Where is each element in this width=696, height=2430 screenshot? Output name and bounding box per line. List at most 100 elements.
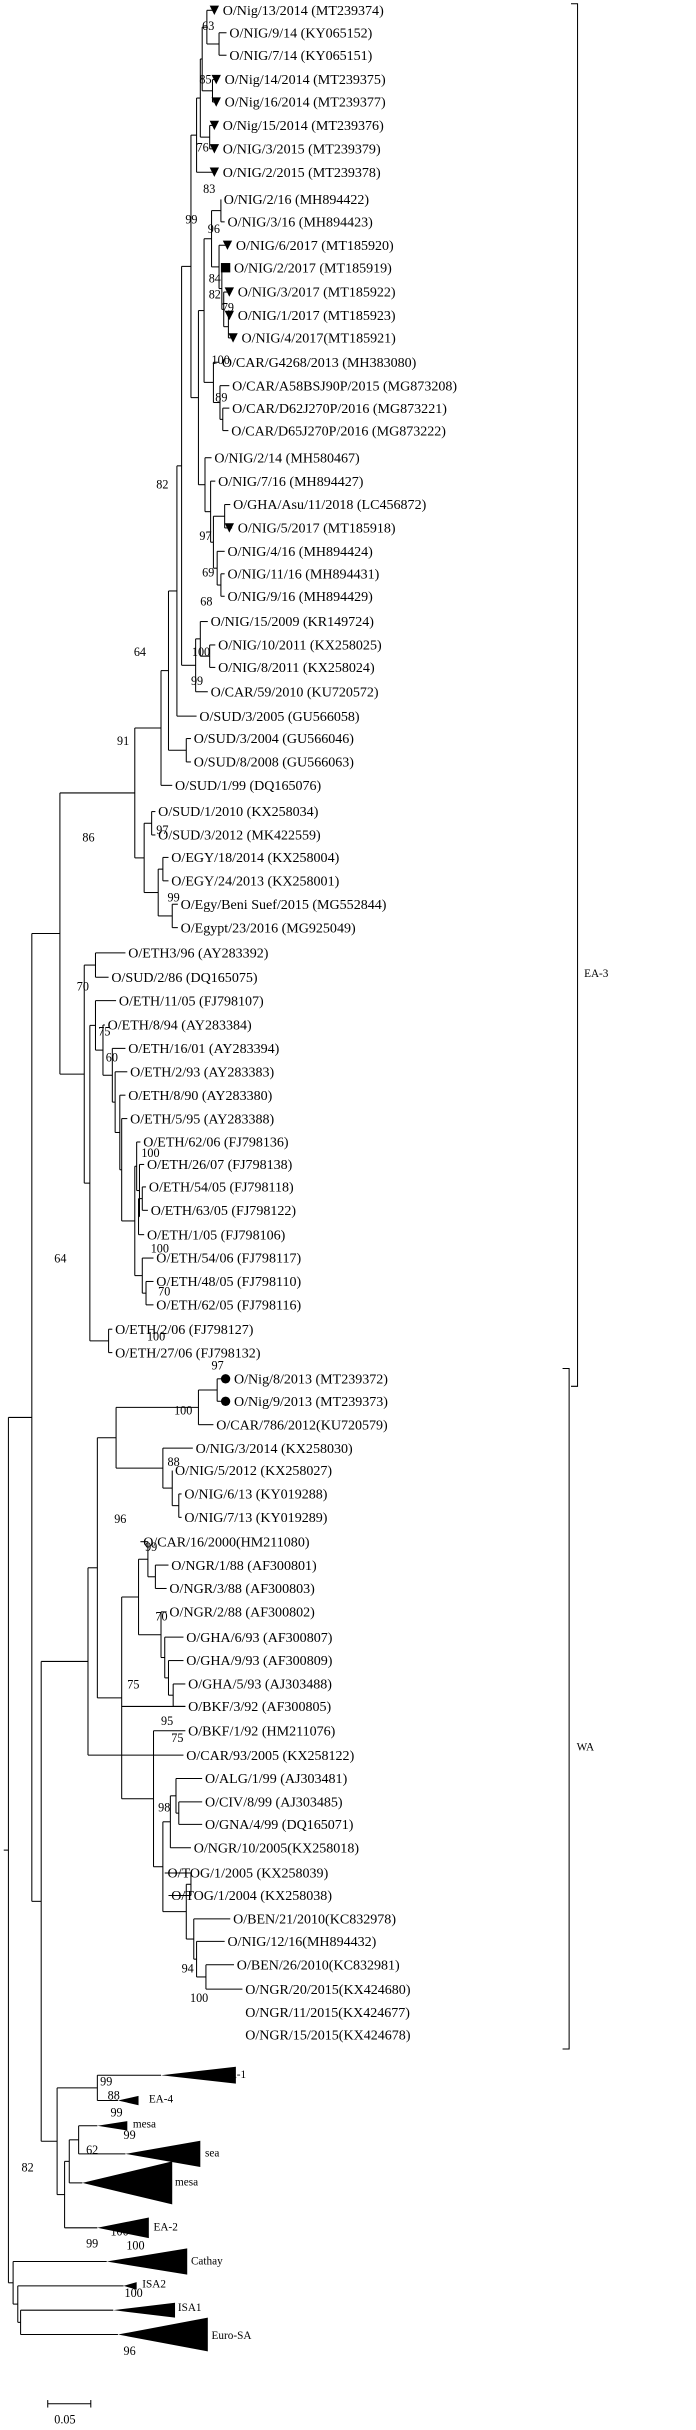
collapsed-clade-label: mesa — [175, 2177, 198, 2189]
bootstrap-value: 88 — [108, 2089, 120, 2103]
bootstrap-value: 96 — [208, 222, 220, 236]
taxon-label: O/ETH/2/93 (AY283383) — [130, 1064, 274, 1080]
down-triangle-marker — [211, 74, 221, 85]
bootstrap-value: 99 — [100, 2075, 112, 2089]
bootstrap-value: 75 — [98, 1024, 110, 1038]
bootstrap-value: 99 — [168, 890, 180, 904]
taxon-labels: O/Nig/13/2014 (MT239374) O/NIG/9/14 (KY06… — [108, 3, 458, 2044]
taxon-label: O/Nig/13/2014 (MT239374) — [223, 3, 384, 19]
taxon-label: O/CAR/93/2005 (KX258122) — [186, 1748, 354, 1764]
taxon-label: O/EGY/18/2014 (KX258004) — [171, 850, 339, 866]
taxon-label: O/NIG/12/16(MH894432) — [227, 1934, 376, 1950]
clade-bracket-label: EA-3 — [584, 968, 609, 980]
circle-marker — [220, 1396, 231, 1406]
bootstrap-value: 99 — [124, 2128, 136, 2142]
taxon-label: O/Nig/14/2014 (MT239375) — [225, 72, 386, 88]
taxon-label: O/NIG/5/2017 (MT185918) — [238, 521, 396, 537]
taxon-label: O/Nig/8/2013 (MT239372) — [234, 1371, 388, 1387]
circle-marker — [220, 1374, 231, 1384]
taxon-label: O/NIG/11/16 (MH894431) — [227, 566, 379, 582]
taxon-label: O/ETH3/96 (AY283392) — [128, 946, 269, 962]
bootstrap-value: 99 — [145, 1540, 157, 1554]
taxon-label: O/NIG/8/2011 (KX258024) — [218, 660, 375, 676]
taxon-label: O/NGR/3/88 (AF300803) — [169, 1581, 315, 1597]
bootstrap-value: 100 — [212, 353, 230, 367]
taxon-label: O/NIG/7/13 (KY019289) — [184, 1510, 327, 1526]
bootstrap-value: 99 — [110, 2105, 122, 2119]
bootstrap-value: 100 — [174, 1403, 192, 1417]
taxon-label: O/NIG/5/2012 (KX258027) — [175, 1463, 332, 1479]
collapsed-clade-label: EA-4 — [149, 2093, 174, 2105]
bootstrap-value: 99 — [185, 213, 197, 227]
taxon-label: O/Nig/15/2014 (MT239376) — [223, 118, 384, 134]
taxon-label: O/Egy/Beni Suef/2015 (MG552844) — [181, 897, 387, 913]
clade-bracket — [562, 1367, 570, 2050]
taxon-label: O/CIV/8/99 (AJ303485) — [205, 1795, 343, 1811]
taxon-label: O/ETH/63/05 (FJ798122) — [151, 1203, 297, 1219]
taxon-label: O/BEN/21/2010(KC832978) — [233, 1912, 396, 1928]
taxon-label: O/CAR/16/2000(HM211080) — [143, 1534, 310, 1550]
taxon-label: O/NIG/10/2011 (KX258025) — [218, 638, 382, 654]
taxon-label: O/SUD/3/2004 (GU566046) — [194, 731, 355, 747]
taxon-label: O/NGR/11/2015(KX424677) — [245, 2005, 410, 2021]
taxon-label: O/CAR/A58BSJ90P/2015 (MG873208) — [232, 378, 457, 394]
collapsed-clade-label: EA-1 — [222, 2069, 246, 2081]
bootstrap-value: 70 — [77, 979, 89, 993]
taxon-label: O/SUD/2/86 (DQ165075) — [111, 970, 257, 986]
clade-bracket — [570, 3, 579, 1387]
down-triangle-marker — [222, 240, 233, 250]
taxon-label: O/CAR/D62J270P/2016 (MG873221) — [232, 401, 447, 417]
taxon-label: O/ETH/11/05 (FJ798107) — [119, 993, 264, 1009]
bootstrap-value: 97 — [212, 1358, 224, 1372]
taxon-label: O/CAR/D65J270P/2016 (MG873222) — [231, 423, 446, 439]
taxon-label: O/NGR/20/2015(KX424680) — [245, 1982, 411, 1998]
taxon-label: O/NIG/2/14 (MH580467) — [214, 450, 360, 466]
bootstrap-value: 100 — [141, 1146, 159, 1160]
bootstrap-value: 62 — [86, 2143, 98, 2157]
down-triangle-marker — [211, 97, 221, 107]
bootstrap-value: 99 — [86, 2236, 98, 2250]
down-triangle-marker — [209, 5, 220, 15]
down-triangle-marker — [224, 523, 235, 533]
taxon-label: O/GNA/4/99 (DQ165071) — [205, 1817, 354, 1833]
taxon-label: O/EGY/24/2013 (KX258001) — [171, 874, 339, 890]
taxon-label: O/ETH/2/06 (FJ798127) — [115, 1322, 254, 1338]
bootstrap-value: 86 — [82, 831, 94, 845]
taxon-label: O/ETH/54/05 (FJ798118) — [149, 1180, 294, 1196]
bootstrap-value: 89 — [215, 391, 227, 405]
bootstrap-value: 100 — [124, 2286, 142, 2300]
taxon-label: O/ETH/48/05 (FJ798110) — [156, 1274, 301, 1290]
taxon-label: O/ETH/8/90 (AY283380) — [128, 1088, 272, 1104]
bootstrap-value: 82 — [209, 288, 221, 302]
taxon-label: O/TOG/1/2005 (KX258039) — [168, 1866, 329, 1882]
taxon-label: O/NIG/9/14 (KY065152) — [229, 25, 372, 41]
taxon-label: O/ETH/5/95 (AY283388) — [130, 1111, 274, 1127]
bootstrap-value: 100 — [192, 645, 210, 659]
taxon-label: O/TOG/1/2004 (KX258038) — [171, 1888, 332, 1904]
taxon-label: O/NIG/3/16 (MH894423) — [227, 215, 373, 231]
taxon-label: O/ALG/1/99 (AJ303481) — [205, 1771, 348, 1787]
down-triangle-marker — [228, 333, 238, 343]
taxon-label: O/CAR/786/2012(KU720579) — [216, 1417, 388, 1433]
taxon-label: O/NIG/4/16 (MH894424) — [227, 544, 373, 560]
clade-labels: EA-1EA-4mesaseamesaEA-2CathayISA2ISA1Eur… — [133, 968, 609, 2342]
scale-bar-label: 0.05 — [54, 2412, 75, 2426]
taxon-label: O/ETH/62/06 (FJ798136) — [143, 1135, 289, 1151]
taxon-label: O/NIG/6/2017 (MT185920) — [236, 238, 394, 254]
taxon-label: O/GHA/9/93 (AF300809) — [186, 1653, 332, 1669]
down-triangle-marker — [209, 144, 220, 154]
bootstrap-value: 95 — [161, 1714, 173, 1728]
scale-bar: 0.05 — [47, 2400, 92, 2426]
taxon-label: O/BEN/26/2010(KC832981) — [237, 1957, 400, 1973]
taxon-label: O/CAR/59/2010 (KU720572) — [211, 684, 379, 700]
taxon-label: O/GHA/6/93 (AF300807) — [186, 1630, 332, 1646]
taxon-label: O/ETH/26/07 (FJ798138) — [147, 1157, 293, 1173]
taxon-label: O/ETH/1/05 (FJ798106) — [147, 1227, 286, 1243]
taxon-label: O/NIG/3/2014 (KX258030) — [196, 1441, 353, 1457]
bootstrap-value: 91 — [117, 734, 129, 748]
bootstrap-value: 60 — [106, 1050, 118, 1064]
collapsed-clade-label: Euro-SA — [212, 2330, 253, 2342]
taxon-label: O/NIG/2/2015 (MT239378) — [223, 165, 381, 181]
taxon-label: O/NIG/15/2009 (KR149724) — [211, 614, 375, 630]
